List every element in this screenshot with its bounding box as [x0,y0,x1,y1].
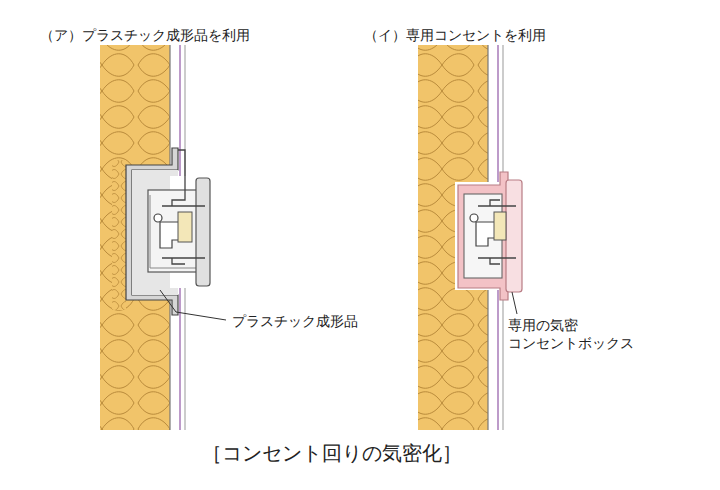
part-label: プラスチック成形品 [230,312,360,330]
part-label: 専用の気密 コンセントボックス [506,316,642,352]
plastic-molded-part [126,148,210,315]
leader-line [512,292,517,314]
figure-caption: ［コンセント回りの気密化］ [200,440,464,466]
subfigure-heading: （ア）プラスチック成形品を利用 [38,26,252,44]
subfigure-heading: （イ）専用コンセントを利用 [362,26,548,44]
leader-line [160,290,226,320]
airtight-outlet-box [455,172,522,300]
